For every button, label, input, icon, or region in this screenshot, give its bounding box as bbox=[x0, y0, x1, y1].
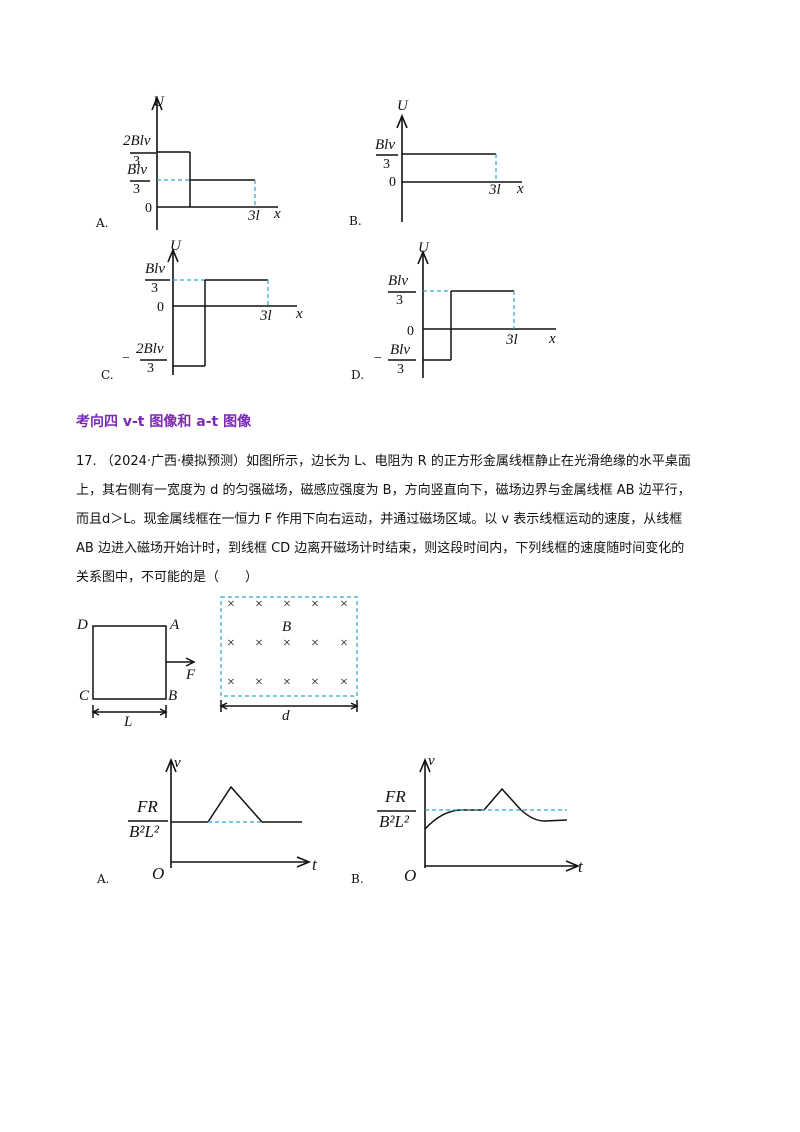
field-label: B bbox=[282, 619, 292, 635]
field-region bbox=[220, 596, 358, 697]
graph-bottom-a-num: FR bbox=[137, 797, 158, 816]
graph-top-c-tick-x: 3l bbox=[260, 308, 272, 324]
graph-top-c-tick-pos-num: Blv bbox=[145, 261, 165, 277]
graph-top-a-origin: 0 bbox=[145, 201, 152, 216]
field-cross: × bbox=[283, 636, 291, 651]
question-text: 17. （2024·广西·模拟预测）如图所示，边长为 L、电阻为 R 的正方形金… bbox=[76, 447, 736, 592]
graph-top-c-origin: 0 bbox=[157, 300, 164, 315]
graph-top-a bbox=[130, 95, 278, 230]
graph-top-d-tick-pos-num: Blv bbox=[388, 273, 408, 289]
field-cross: × bbox=[340, 675, 348, 690]
field-cross: × bbox=[227, 675, 235, 690]
field-cross: × bbox=[255, 675, 263, 690]
field-cross: × bbox=[283, 675, 291, 690]
graph-top-d-y-label: U bbox=[418, 240, 429, 256]
graph-bottom-b-den: B²L² bbox=[379, 812, 410, 831]
question-line: 上，其右侧有一宽度为 d 的匀强磁场，磁感应强度为 B，方向竖直向下，磁场边界与… bbox=[76, 483, 691, 498]
section-heading: 考向四 v-t 图像和 a-t 图像 bbox=[76, 414, 252, 430]
field-cross: × bbox=[283, 597, 291, 612]
graph-top-b-tick-x: 3l bbox=[489, 182, 501, 198]
graph-top-a-tick-low-den: 3 bbox=[133, 182, 140, 197]
graph-bottom-b-origin: O bbox=[404, 866, 417, 885]
question-line: 关系图中，不可能的是（ ） bbox=[76, 570, 259, 585]
graph-bottom-a-option-label: A. bbox=[97, 872, 110, 886]
graph-top-c-tick-neg-den: 3 bbox=[147, 361, 154, 376]
figure-frame-and-field bbox=[91, 596, 359, 718]
field-cross: × bbox=[340, 597, 348, 612]
corner-c-label: C bbox=[79, 688, 90, 704]
graph-bottom-a-x-label: t bbox=[312, 855, 317, 874]
graph-top-d-origin: 0 bbox=[407, 324, 414, 339]
graph-top-b-y-label: U bbox=[397, 98, 408, 114]
graph-top-c-x-label: x bbox=[296, 306, 303, 322]
graph-top-a-y-label: U bbox=[153, 94, 164, 110]
graph-bottom-b-num: FR bbox=[385, 787, 406, 806]
graph-bottom-b-x-label: t bbox=[578, 857, 583, 876]
question-line: 17. （2024·广西·模拟预测）如图所示，边长为 L、电阻为 R 的正方形金… bbox=[76, 454, 691, 469]
graph-top-c bbox=[140, 247, 297, 375]
field-cross: × bbox=[227, 597, 235, 612]
corner-d-label: D bbox=[77, 617, 88, 633]
graph-bottom-b bbox=[377, 757, 581, 872]
graph-top-c-tick-neg-sign: − bbox=[122, 351, 130, 366]
graph-top-a-x-label: x bbox=[274, 206, 281, 222]
question-line: 而且d＞L。现金属线框在一恒力 F 作用下向右运动，并通过磁场区域。以 v 表示… bbox=[76, 512, 683, 527]
graph-bottom-b-y-label: v bbox=[428, 753, 435, 769]
graph-bottom-b-option-label: B. bbox=[351, 872, 364, 886]
graph-top-a-tick-low-num: Blv bbox=[127, 162, 147, 178]
graph-top-a-tick-high-num: 2Blv bbox=[123, 133, 151, 149]
side-length-label: L bbox=[124, 714, 133, 730]
graph-top-d-tick-pos-den: 3 bbox=[396, 293, 403, 308]
field-cross: × bbox=[311, 597, 319, 612]
graph-top-b-origin: 0 bbox=[389, 175, 396, 190]
graph-top-b-x-label: x bbox=[517, 181, 524, 197]
graph-bottom-a-den: B²L² bbox=[129, 822, 160, 841]
corner-b-label: B bbox=[168, 688, 178, 704]
graph-top-d-tick-neg-num: Blv bbox=[390, 342, 410, 358]
graph-top-b-tick-num: Blv bbox=[375, 137, 395, 153]
force-label: F bbox=[186, 667, 196, 683]
question-line: AB 边进入磁场开始计时，到线框 CD 边离开磁场计时结束，则这段时间内，下列线… bbox=[76, 541, 685, 556]
graph-bottom-a-y-label: v bbox=[174, 755, 181, 771]
graph-top-c-option-label: C. bbox=[101, 368, 114, 382]
graph-top-d-tick-x: 3l bbox=[506, 332, 518, 348]
graph-top-d-x-label: x bbox=[549, 331, 556, 347]
graph-top-d-option-label: D. bbox=[351, 368, 365, 382]
graph-top-c-y-label: U bbox=[170, 238, 181, 254]
field-cross: × bbox=[311, 636, 319, 651]
graph-bottom-a-origin: O bbox=[152, 864, 165, 883]
graph-top-b-option-label: B. bbox=[349, 214, 362, 228]
field-cross: × bbox=[311, 675, 319, 690]
graph-top-a-tick-high-den: 3 bbox=[133, 154, 140, 169]
graph-bottom-a bbox=[128, 757, 312, 868]
graph-top-c-tick-neg-num: 2Blv bbox=[136, 341, 164, 357]
graph-top-d-tick-neg-sign: − bbox=[374, 351, 382, 366]
corner-a-label: A bbox=[170, 617, 180, 633]
graph-top-b-tick-den: 3 bbox=[383, 157, 390, 172]
graph-top-a-option-label: A. bbox=[96, 216, 109, 230]
field-cross: × bbox=[255, 597, 263, 612]
graph-top-b bbox=[376, 113, 522, 222]
field-width-label: d bbox=[282, 708, 290, 724]
field-cross: × bbox=[255, 636, 263, 651]
graph-top-d-tick-neg-den: 3 bbox=[397, 362, 404, 377]
field-cross: × bbox=[340, 636, 348, 651]
graph-top-d bbox=[388, 249, 556, 378]
graph-top-a-tick-x: 3l bbox=[248, 208, 260, 224]
field-cross: × bbox=[227, 636, 235, 651]
graph-top-c-tick-pos-den: 3 bbox=[151, 281, 158, 296]
